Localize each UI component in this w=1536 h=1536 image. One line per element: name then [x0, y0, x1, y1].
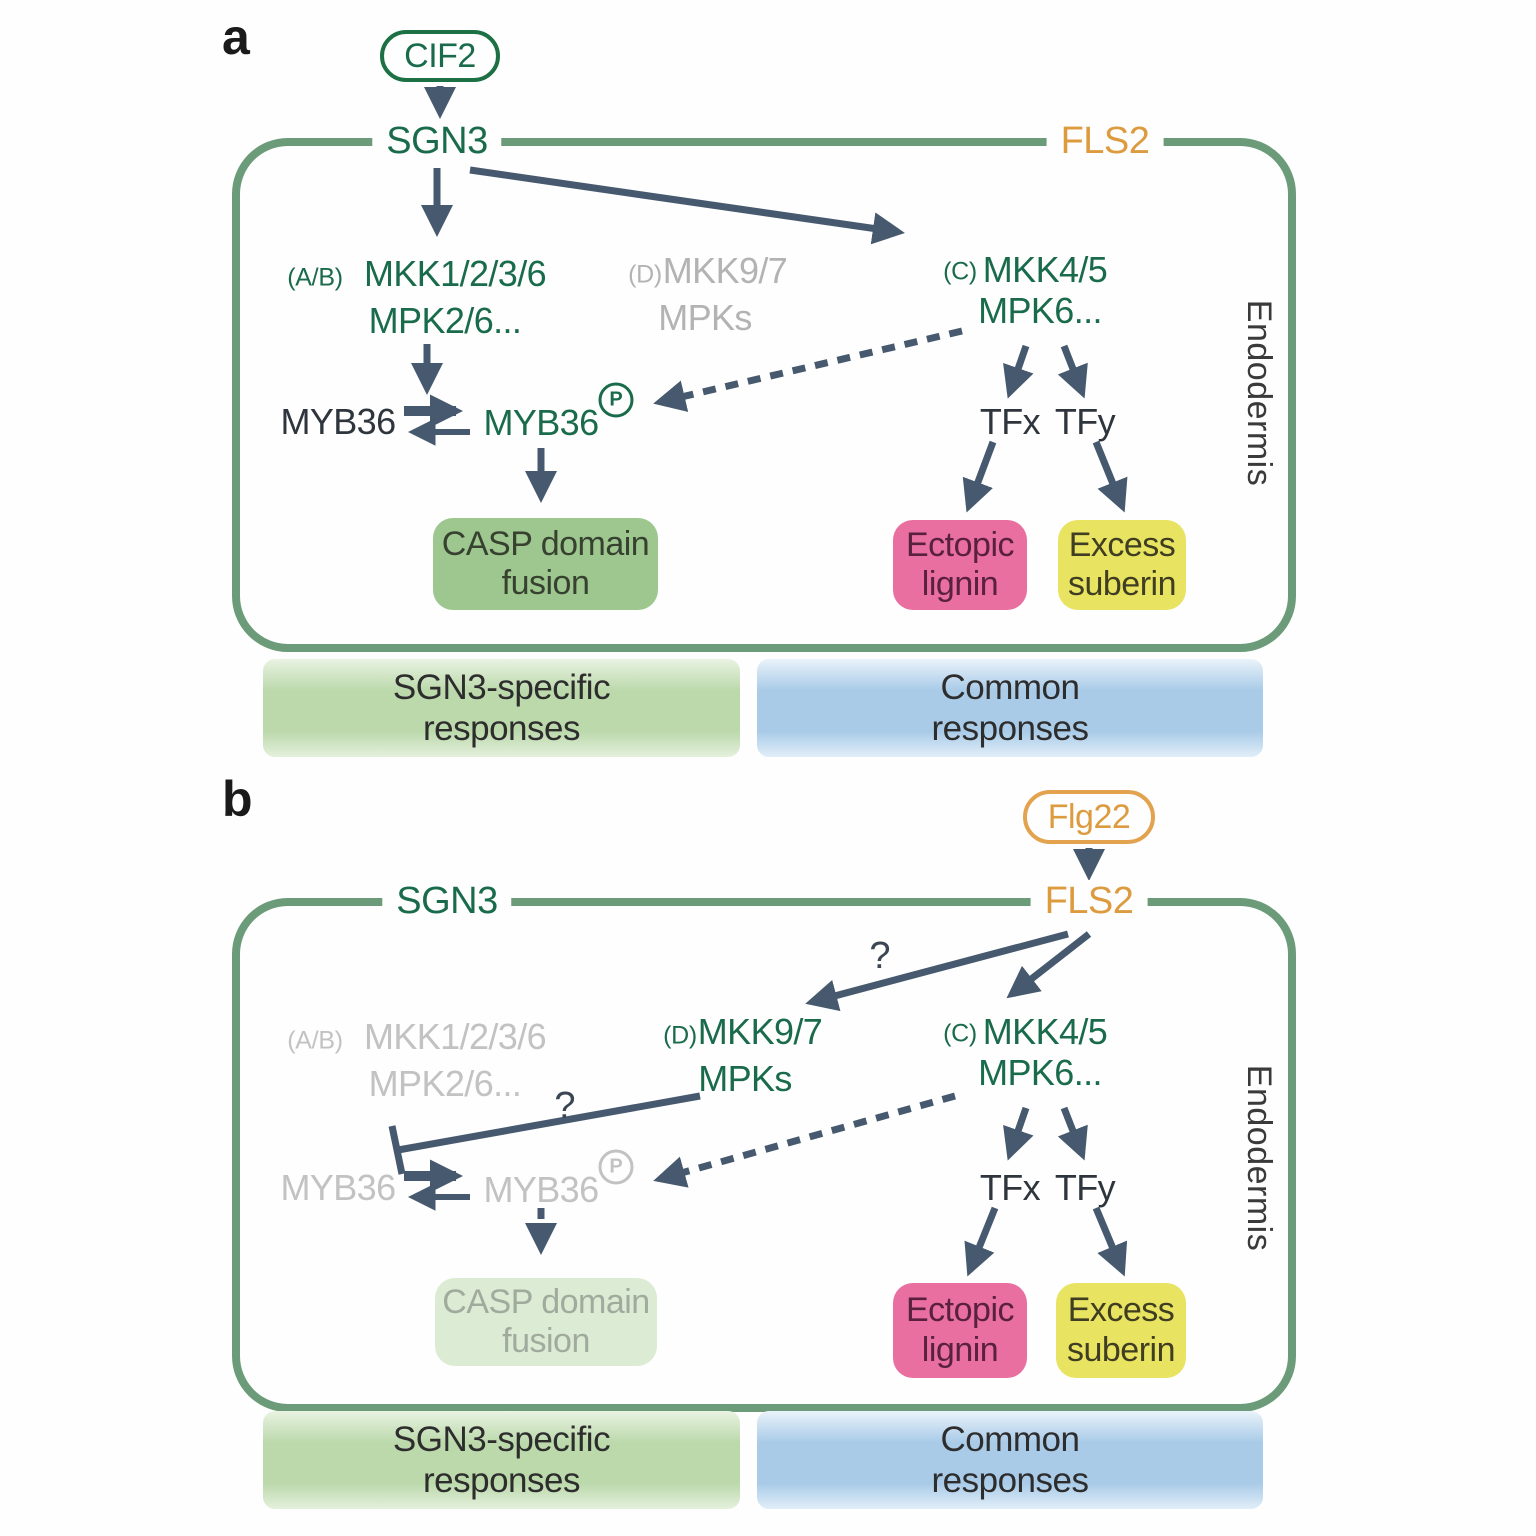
dashed-arrow-mpk6-to-myb36p-a	[653, 327, 963, 412]
band-blue-line2-b: responses	[931, 1461, 1089, 1500]
endodermis-label-b: Endodermis	[1240, 1064, 1278, 1252]
band-blue-line1-a: Common	[940, 667, 1080, 707]
casp-line1-a: CASP domain	[441, 524, 650, 563]
module-ab-line2-a: MPK2/6...	[368, 300, 522, 341]
inhibition-line-mpks-to-myb36	[397, 1092, 701, 1154]
dashed-arrow-mpk6-to-myb36p-b	[653, 1092, 956, 1188]
module-ab-prefix-a: (A/B)	[287, 263, 343, 292]
lignin-line2-a: lignin	[921, 565, 999, 603]
panel-a-label: a	[222, 9, 250, 65]
phospho-badge-a: P	[598, 382, 634, 418]
endodermis-membrane-a	[232, 138, 1296, 652]
band-blue-line1-b: Common	[940, 1419, 1080, 1459]
fls2-receptor-b: FLS2	[1030, 880, 1148, 922]
sgn3-specific-band-a: SGN3-specific responses	[263, 659, 740, 757]
arrow-mpk6-to-tfy-a	[1057, 344, 1088, 399]
module-ab-line1-b: MKK1/2/3/6	[363, 1016, 547, 1057]
inhibition-tbar	[388, 1125, 406, 1175]
arrow-sgn3-to-mkk45	[469, 166, 905, 245]
arrow-tfy-to-suberin-b	[1092, 1206, 1128, 1277]
sgn3-receptor-a: SGN3	[372, 120, 502, 162]
endodermis-membrane-b	[232, 898, 1296, 1412]
module-ab-line1-a: MKK1/2/3/6	[363, 253, 547, 294]
lignin-line2-b: lignin	[921, 1330, 999, 1369]
tfy-label-b: TFy	[1054, 1167, 1116, 1208]
lignin-line1-a: Ectopic	[906, 525, 1015, 564]
band-blue-line2-a: responses	[931, 709, 1089, 748]
arrow-fls2-to-mkk45	[1006, 931, 1092, 999]
module-d-prefix-b: (D)	[663, 1021, 697, 1050]
casp-line2-b: fusion	[502, 1322, 590, 1360]
cif2-ligand-label: CIF2	[404, 36, 476, 75]
lignin-line1-b: Ectopic	[906, 1291, 1015, 1330]
casp-line2-a: fusion	[501, 564, 590, 602]
flg22-ligand-pill: Flg22	[1023, 790, 1155, 844]
arrow-mpk6-to-tfx-a	[1003, 344, 1034, 399]
suberin-line2-a: suberin	[1067, 565, 1177, 603]
suberin-line1-a: Excess	[1068, 525, 1176, 564]
endodermis-label-a: Endodermis	[1240, 299, 1278, 487]
myb36-phos-label-a: MYB36	[483, 402, 599, 443]
common-band-b: Common responses	[757, 1411, 1263, 1509]
ectopic-lignin-box-b: Ectopic lignin	[893, 1283, 1027, 1378]
casp-line1-b: CASP domain	[442, 1282, 650, 1321]
arrow-mpk6-to-tfx-b	[1003, 1106, 1034, 1161]
module-c-line1-b: MKK4/5	[982, 1011, 1108, 1052]
tfx-label-b: TFx	[979, 1167, 1041, 1208]
suberin-line1-b: Excess	[1067, 1291, 1175, 1330]
module-ab-line2-b: MPK2/6...	[368, 1063, 522, 1104]
myb36-label-b: MYB36	[280, 1167, 396, 1208]
module-d-line2-b: MPKs	[698, 1058, 792, 1099]
band-green-line1-a: SGN3-specific	[392, 667, 611, 707]
phospho-p-a: P	[609, 388, 623, 411]
sgn3-receptor-b: SGN3	[382, 880, 512, 922]
band-green-line2-a: responses	[423, 709, 580, 748]
panel-b-label: b	[222, 771, 253, 827]
module-c-line1-a: MKK4/5	[982, 249, 1108, 290]
casp-domain-fusion-box-a: CASP domain fusion	[433, 518, 658, 610]
module-c-line2-a: MPK6...	[978, 290, 1102, 331]
phospho-p-b: P	[609, 1155, 623, 1178]
module-d-line2-a: MPKs	[658, 297, 752, 338]
panel-a-arrows	[404, 86, 1128, 513]
sgn3-specific-band-b: SGN3-specific responses	[263, 1411, 740, 1509]
module-c-prefix-b: (C)	[943, 1019, 977, 1048]
suberin-line2-b: suberin	[1066, 1330, 1176, 1369]
module-d-prefix-a: (D)	[628, 260, 662, 289]
arrow-tfy-to-suberin-a	[1092, 440, 1128, 513]
excess-suberin-box-a: Excess suberin	[1058, 520, 1186, 610]
excess-suberin-box-b: Excess suberin	[1056, 1283, 1186, 1378]
question-mark-receptor: ?	[869, 935, 891, 977]
panel-b-arrows	[388, 848, 1128, 1277]
flg22-ligand-label: Flg22	[1047, 797, 1131, 836]
question-mark-inhibition: ?	[554, 1085, 576, 1127]
arrow-tfx-to-lignin-b	[964, 1206, 999, 1277]
module-d-line1-b: MKK9/7	[697, 1011, 823, 1052]
tfx-label-a: TFx	[979, 401, 1041, 442]
fls2-receptor-a: FLS2	[1046, 120, 1164, 162]
band-green-line1-b: SGN3-specific	[392, 1419, 611, 1459]
phospho-badge-b: P	[598, 1149, 634, 1185]
myb36-label-a: MYB36	[280, 401, 396, 442]
casp-domain-fusion-box-b: CASP domain fusion	[435, 1278, 657, 1366]
common-band-a: Common responses	[757, 659, 1263, 757]
band-green-line2-b: responses	[423, 1461, 580, 1500]
tfy-label-a: TFy	[1054, 401, 1116, 442]
arrow-fls2-to-mkk97	[805, 930, 1069, 1012]
module-c-line2-b: MPK6...	[978, 1052, 1102, 1093]
module-ab-prefix-b: (A/B)	[287, 1026, 343, 1055]
ectopic-lignin-box-a: Ectopic lignin	[893, 520, 1027, 610]
cif2-ligand-pill: CIF2	[380, 30, 500, 82]
arrow-mpk6-to-tfy-b	[1057, 1106, 1088, 1161]
arrow-tfx-to-lignin-a	[962, 440, 997, 513]
module-c-prefix-a: (C)	[943, 257, 977, 286]
module-d-line1-a: MKK9/7	[662, 250, 788, 291]
myb36-phos-label-b: MYB36	[483, 1169, 599, 1210]
